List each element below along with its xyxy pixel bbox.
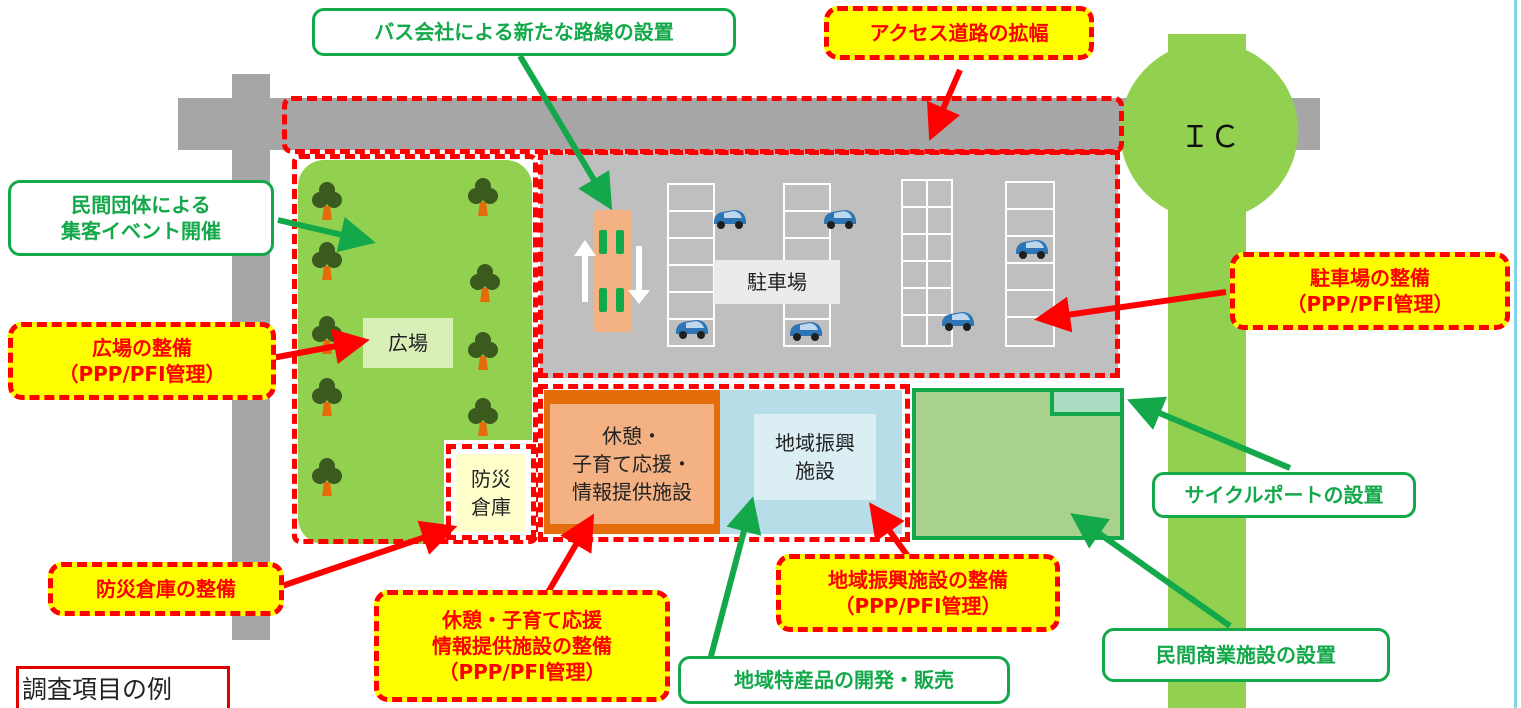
cycle-port-area bbox=[1050, 388, 1124, 416]
callout-parking-line2: （PPP/PFI管理） bbox=[1286, 292, 1454, 316]
rest-facility-boundary bbox=[538, 384, 910, 542]
callout-local-products: 地域特産品の開発・販売 bbox=[678, 656, 1010, 704]
warehouse-label: 防災 倉庫 bbox=[456, 454, 526, 532]
ic-label: ＩＣ bbox=[1180, 120, 1240, 155]
tree-icon bbox=[312, 458, 342, 496]
car-icon bbox=[1016, 240, 1048, 259]
callout-parking: 駐車場の整備（PPP/PFI管理） bbox=[1230, 252, 1510, 330]
car-icon bbox=[676, 320, 708, 339]
callout-warehouse-text: 防災倉庫の整備 bbox=[96, 577, 236, 601]
tree-icon bbox=[312, 378, 342, 416]
car-icon bbox=[824, 210, 856, 229]
tree-icon bbox=[470, 264, 500, 302]
tree-icon bbox=[312, 242, 342, 280]
callout-bus-route: バス会社による新たな路線の設置 bbox=[312, 8, 736, 56]
callout-rest-line3: （PPP/PFI管理） bbox=[438, 660, 606, 684]
callout-rest-line1: 休憩・子育て応援 bbox=[442, 608, 602, 632]
plaza-label: 広場 bbox=[363, 318, 453, 368]
bus-stop-signs bbox=[599, 230, 624, 312]
tree-icon bbox=[468, 398, 498, 436]
ic-circle bbox=[1120, 42, 1298, 220]
callout-plaza: 広場の整備（PPP/PFI管理） bbox=[8, 322, 276, 400]
callout-plaza-line2: （PPP/PFI管理） bbox=[58, 362, 226, 386]
callout-event: 民間団体による 集客イベント開催 bbox=[8, 180, 274, 256]
page-border-right bbox=[1514, 0, 1517, 708]
callout-rest-line2: 情報提供施設の整備 bbox=[432, 634, 612, 658]
callout-regional-line1: 地域振興施設の整備 bbox=[828, 568, 1008, 592]
callout-plaza-line1: 広場の整備 bbox=[92, 336, 192, 360]
legend-box bbox=[16, 666, 230, 708]
tree-icon bbox=[468, 178, 498, 216]
rest-facility-label: 休憩・ 子育て応援・ 情報提供施設 bbox=[550, 404, 714, 524]
legend-label: 調査項目の例 bbox=[22, 675, 173, 704]
callout-access-road-text: アクセス道路の拡幅 bbox=[869, 21, 1049, 45]
car-icon bbox=[942, 312, 974, 331]
callout-regional-line2: （PPP/PFI管理） bbox=[834, 594, 1002, 618]
callout-parking-line1: 駐車場の整備 bbox=[1310, 266, 1430, 290]
callout-regional-facility: 地域振興施設の整備（PPP/PFI管理） bbox=[776, 554, 1060, 632]
callout-access-road: アクセス道路の拡幅 bbox=[824, 6, 1094, 60]
parking-label: 駐車場 bbox=[714, 260, 840, 304]
access-road-boundary bbox=[282, 96, 1124, 154]
car-icon bbox=[714, 210, 746, 229]
callout-cycle-port: サイクルポートの設置 bbox=[1152, 472, 1416, 518]
callout-commercial: 民間商業施設の設置 bbox=[1102, 628, 1390, 682]
tree-icon bbox=[468, 332, 498, 370]
traffic-arrows bbox=[574, 240, 650, 304]
callout-warehouse: 防災倉庫の整備 bbox=[48, 562, 284, 616]
callout-rest-facility: 休憩・子育て応援情報提供施設の整備（PPP/PFI管理） bbox=[374, 590, 670, 702]
tree-icon bbox=[312, 182, 342, 220]
car-icon bbox=[790, 322, 822, 341]
regional-facility-label: 地域振興 施設 bbox=[754, 414, 876, 500]
